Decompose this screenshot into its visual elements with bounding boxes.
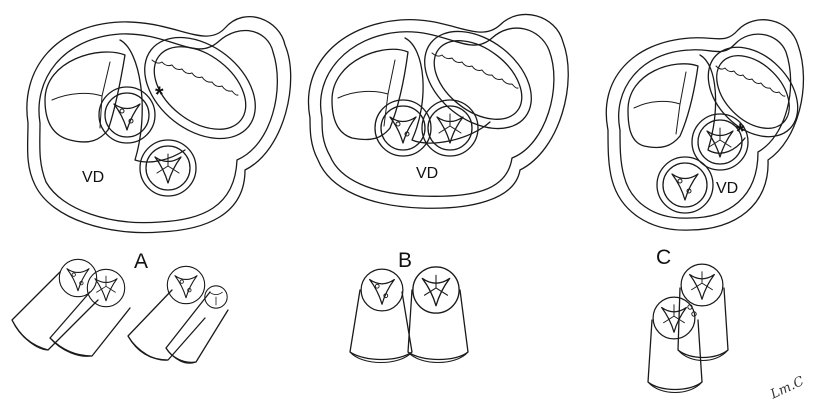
vd-label-c: VD bbox=[716, 180, 738, 197]
vd-label-b: VD bbox=[416, 165, 438, 182]
panel-label-a: A bbox=[134, 250, 148, 273]
panel-label-b: B bbox=[398, 249, 412, 272]
artist-signature: Lm.C bbox=[767, 374, 806, 403]
heart-b bbox=[308, 12, 568, 209]
panel-label-c: C bbox=[656, 246, 671, 269]
vd-label-a: VD bbox=[82, 169, 104, 186]
asterisk-a: * bbox=[155, 82, 164, 107]
asterisk-c: * bbox=[736, 119, 745, 144]
heart-c bbox=[606, 20, 815, 230]
great-arteries-b bbox=[350, 267, 468, 363]
heart-a bbox=[27, 17, 291, 233]
great-arteries-c bbox=[648, 264, 728, 392]
great-arteries-a bbox=[12, 259, 228, 363]
